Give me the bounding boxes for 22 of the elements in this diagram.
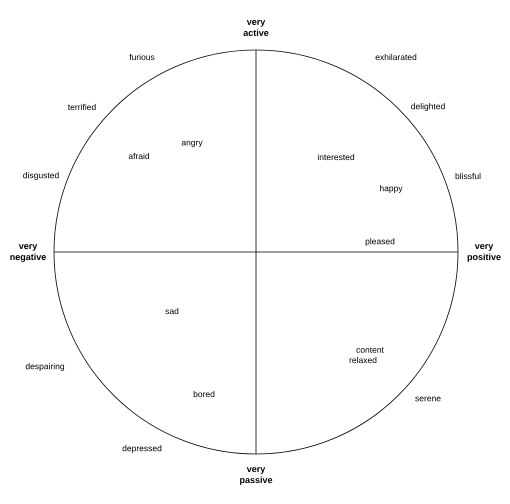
emotion-label: furious bbox=[129, 54, 154, 60]
axis-label: very negative bbox=[10, 244, 46, 262]
emotion-label: content bbox=[356, 347, 384, 353]
emotion-label: happy bbox=[380, 185, 403, 193]
axis-label: very positive bbox=[468, 244, 501, 262]
emotion-label: bored bbox=[194, 390, 214, 398]
emotion-label: depressed bbox=[122, 445, 162, 453]
emotion-label: sad bbox=[165, 308, 178, 314]
emotion-label: angry bbox=[182, 140, 203, 148]
emotion-label: blissful bbox=[456, 172, 480, 180]
emotion-label: terrified bbox=[68, 104, 96, 110]
emotion-label: relaxed bbox=[350, 356, 376, 364]
emotion-label: disgusted bbox=[23, 172, 59, 180]
emotion-label: despairing bbox=[26, 363, 64, 371]
emotion-label: interested bbox=[318, 154, 354, 160]
axis-label: very passive bbox=[240, 467, 272, 485]
axis-label: very active bbox=[244, 20, 268, 36]
emotion-label: serene bbox=[415, 396, 441, 402]
emotion-label: afraid bbox=[128, 152, 150, 160]
emotion-label: delighted bbox=[411, 103, 445, 111]
emotion-label: exhilarated bbox=[376, 54, 416, 60]
emotion-label: pleased bbox=[366, 238, 394, 246]
